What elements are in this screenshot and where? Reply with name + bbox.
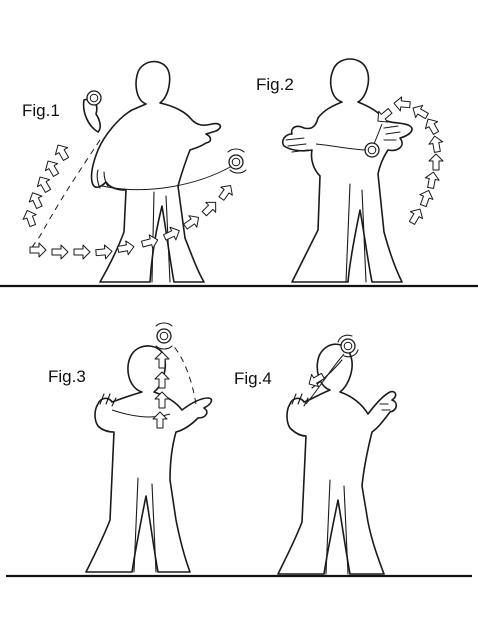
figure-2-string-up [373,123,383,145]
figure-4-return-path [311,359,343,389]
motion-arrow-icon [405,205,427,227]
figure-1: Fig.1 [20,60,247,283]
figure-3: Fig.3 [48,322,213,573]
figure-4-label: Fig.4 [234,369,272,388]
yoyo-icon [364,142,380,158]
figure-3-string [111,409,171,418]
figure-4-left-hand [291,393,309,407]
figure-4-right-hand [379,403,391,411]
figure-2-label: Fig.2 [256,75,294,94]
motion-arrow-icon [41,157,63,179]
figure-3-leg-lines [133,477,157,573]
figure-2-leg-lines [345,183,367,283]
motion-arrow-icon [51,244,69,260]
figure-1-string [101,165,233,191]
figure-4: Fig.4 [234,334,398,575]
figure-4-person [277,343,398,575]
figure-1-person [90,60,222,283]
motion-arrow-icon [392,95,412,113]
motion-arrow-icon [198,196,222,220]
yoyo-icon [228,154,244,170]
motion-arrow-icon [428,153,444,171]
motion-arrow-icon [416,187,436,209]
motion-arrow-icon [409,101,431,123]
spin-indicator-icon [337,334,359,358]
yoyo-icon [156,328,172,344]
motion-arrow-icon [33,173,55,195]
figure-3-person [85,345,213,573]
figure-3-label: Fig.3 [48,367,86,386]
figure-1-left-hand [96,169,109,189]
figure-4-string [305,353,345,405]
motion-arrow-icon [25,189,47,211]
motion-arrow-icon [73,244,91,260]
spin-indicator-icon [227,148,247,174]
figure-1-label: Fig.1 [22,101,60,120]
yoyo-icon [340,338,356,354]
motion-arrow-icon [423,170,441,190]
motion-arrow-icon [215,180,237,204]
figure-3-dashed-path [171,343,197,405]
yoyo-icon [86,90,102,106]
figure-2-left-hand [285,137,309,153]
motion-arrow-icon [20,207,40,229]
motion-arrow-icon [94,243,114,261]
motion-arrow-icon [427,134,445,154]
figure-3-left-hand [99,393,117,407]
motion-arrow-icon [29,242,47,258]
figure-2: Fig.2 [256,58,445,283]
spin-indicator-icon [155,322,173,350]
motion-arrow-icon [51,141,73,163]
figure-1-dashed-path [29,139,101,251]
figure-4-leg-lines [325,479,349,575]
figure-2-right-hand [383,125,401,141]
